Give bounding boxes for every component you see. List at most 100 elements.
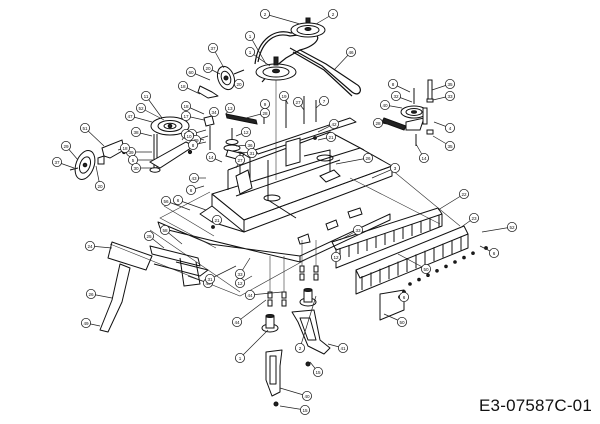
- callout-tensioner: 12: [240, 127, 251, 138]
- callout-circle: [390, 91, 401, 102]
- callout-circle: [172, 194, 183, 205]
- callout-discharge: 26: [86, 288, 97, 299]
- callout-label: 52: [138, 106, 144, 111]
- callout-baffle: 50: [420, 263, 431, 274]
- callout-circle: [299, 404, 310, 415]
- callout-label: 49: [83, 321, 89, 326]
- callout-circle: [187, 139, 198, 150]
- callout-circle: [444, 123, 455, 134]
- callout-label: 42: [331, 122, 337, 127]
- callout-circle: [372, 118, 383, 129]
- callout-gauge-wheel: 51: [80, 123, 91, 134]
- callout-label: 31: [207, 277, 213, 282]
- mower-deck-frame: [157, 117, 393, 263]
- callout-label: 34: [211, 110, 217, 115]
- callout-gauge-wheel: 37: [52, 156, 63, 167]
- callout-circle: [95, 180, 106, 191]
- callout-label: 20: [236, 82, 242, 87]
- callout-label: 28: [375, 121, 381, 126]
- callout-gauge-wheel: 18: [120, 142, 131, 153]
- callout-circle: [86, 288, 97, 299]
- callout-right-idler: 32: [390, 91, 401, 102]
- callout-left-pulley: 11: [140, 91, 151, 102]
- callout-circle: [234, 154, 245, 165]
- drive-pulley: [255, 56, 297, 180]
- leader-line: [249, 291, 283, 296]
- callout-label: 1: [249, 50, 252, 55]
- callout-label: 1: [239, 356, 242, 361]
- callout-label: 15: [302, 408, 308, 413]
- callout-circle: [180, 111, 191, 122]
- callout-label: 8: [192, 143, 195, 148]
- rear-baffle-lower: [355, 225, 469, 321]
- callout-left-idler: 20: [202, 63, 213, 74]
- callout-label: 6: [403, 295, 406, 300]
- callout-label: 2: [332, 12, 335, 17]
- callout-circle: [352, 224, 363, 235]
- callout-deck: 7: [318, 96, 329, 107]
- callout-label: 20: [97, 184, 103, 189]
- callout-tensioner: 28: [259, 108, 270, 119]
- callout-circle: [259, 8, 270, 19]
- callout-label: 26: [88, 292, 94, 297]
- callout-circle: [120, 142, 131, 153]
- callout-drive-pulley: 1: [244, 47, 255, 58]
- callout-tensioner: 17: [180, 111, 191, 122]
- callout-circle: [444, 79, 455, 90]
- callout-label: 8: [392, 82, 395, 87]
- callout-circle: [208, 107, 219, 118]
- callout-left-idler: 13: [224, 103, 235, 114]
- callout-circle: [204, 273, 215, 284]
- callout-right-idler: 14: [418, 152, 429, 163]
- callout-baffle: 12: [330, 251, 341, 262]
- callout-label: 25: [146, 234, 152, 239]
- callout-label: 36: [247, 143, 253, 148]
- callout-circle: [205, 151, 216, 162]
- callout-label: 56: [163, 199, 169, 204]
- callout-label: 58: [162, 228, 168, 233]
- callout-label: 18: [183, 104, 189, 109]
- baffle-bolt: [426, 273, 430, 278]
- callout-label: 12: [243, 130, 249, 135]
- callout-label: 6: [190, 188, 193, 193]
- callout-label: 9: [264, 102, 267, 107]
- callout-deck: 21: [325, 131, 336, 142]
- callout-circle: [159, 224, 170, 235]
- callout-label: 7: [323, 99, 326, 104]
- callout-label: 35: [447, 82, 453, 87]
- callout-label: 33: [237, 272, 243, 277]
- callout-circle: [234, 352, 245, 363]
- callout-label: 43: [191, 176, 197, 181]
- callout-baffle: 52: [506, 221, 517, 232]
- callout-right-idler: 35: [444, 140, 455, 151]
- callout-circle: [185, 67, 196, 78]
- callout-label: 27: [237, 158, 243, 163]
- callout-label: 50: [423, 267, 429, 272]
- callout-gauge-wheel: 29: [61, 140, 72, 151]
- callout-circle: [244, 47, 255, 58]
- callout-label: 39: [193, 138, 199, 143]
- callout-label: 30: [133, 166, 139, 171]
- callout-label: 12: [333, 255, 339, 260]
- callout-label: 3: [394, 166, 397, 171]
- callout-label: 40: [382, 103, 388, 108]
- callout-deck: 9: [259, 99, 270, 110]
- callout-spindle: 33: [234, 268, 245, 279]
- callout-spindle: 12: [234, 277, 245, 288]
- callout-circle: [160, 195, 171, 206]
- callout-baffle: 23: [468, 212, 479, 223]
- callout-right-idler: 35: [444, 79, 455, 90]
- callout-label: 21: [328, 135, 334, 140]
- part-callouts: 2211463720601820341311524738395301451293…: [52, 8, 517, 415]
- callout-label: 44: [234, 320, 240, 325]
- baffle-bolt: [435, 269, 439, 273]
- callout-circle: [180, 101, 191, 112]
- callout-circle: [244, 30, 255, 41]
- callout-circle: [81, 317, 92, 328]
- callout-circle: [292, 97, 303, 108]
- callout-label: 24: [87, 244, 93, 249]
- left-spindle-pulley: [149, 116, 196, 173]
- callout-label: 31: [249, 151, 255, 156]
- callout-left-pulley: 38: [130, 127, 141, 138]
- deck-dashed-outline: [109, 169, 461, 297]
